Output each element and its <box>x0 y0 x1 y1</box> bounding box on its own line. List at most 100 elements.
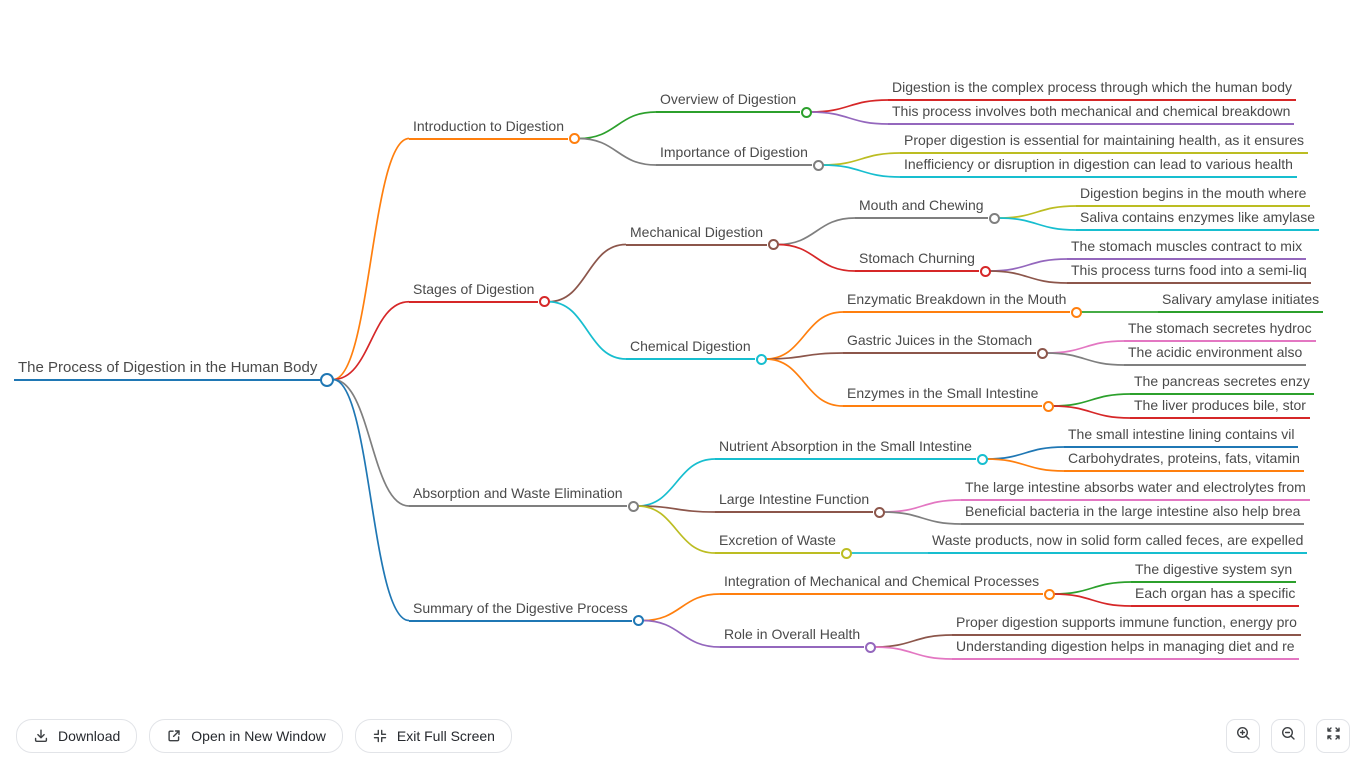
mindmap-leaf-text[interactable]: This process turns food into a semi-liq <box>1067 262 1311 284</box>
mindmap-leaf-text[interactable]: The large intestine absorbs water and el… <box>961 479 1310 501</box>
mindmap-link <box>637 505 716 554</box>
mindmap-leaf-text[interactable]: The liver produces bile, stor <box>1130 397 1310 419</box>
mindmap-leaf-text[interactable]: The digestive system syn <box>1131 561 1297 583</box>
mindmap-topic[interactable]: Summary of the Digestive Process <box>409 600 632 622</box>
mindmap-topic[interactable]: Chemical Digestion <box>626 338 755 360</box>
mindmap-leaf-text[interactable]: The pancreas secretes enzy <box>1130 373 1314 395</box>
mindmap-topic[interactable]: Mouth and Chewing <box>855 197 988 219</box>
zoom-in-button[interactable] <box>1226 719 1260 753</box>
mindmap-link <box>578 111 657 140</box>
open-in-new-window-icon <box>166 728 182 744</box>
mindmap-topic[interactable]: The Process of Digestion in the Human Bo… <box>14 359 322 381</box>
mindmap-leaf-text[interactable]: Proper digestion is essential for mainta… <box>900 132 1308 154</box>
branch-toggle-circle[interactable] <box>627 500 639 512</box>
mindmap-link <box>883 511 962 525</box>
mindmap-leaf-text[interactable]: Inefficiency or disruption in digestion … <box>900 156 1297 178</box>
branch-toggle-circle[interactable] <box>632 615 644 626</box>
branch-toggle-circle[interactable] <box>767 239 779 250</box>
exit-fullscreen-icon <box>372 728 388 744</box>
mindmap-link <box>332 137 410 381</box>
mindmap-link <box>986 458 1065 472</box>
mindmap-link <box>765 311 844 360</box>
mindmap-topic[interactable]: Role in Overall Health <box>720 626 865 648</box>
branch-toggle-circle[interactable] <box>538 296 550 308</box>
mindmap-link <box>1053 593 1132 607</box>
mindmap-topic[interactable]: Gastric Juices in the Stomach <box>843 332 1037 354</box>
mindmap-leaf-text[interactable]: The acidic environment also <box>1124 344 1307 366</box>
open-in-new-window-button[interactable]: Open in New Window <box>149 719 343 753</box>
mindmap-topic[interactable]: Enzymes in the Small Intestine <box>843 385 1043 407</box>
mindmap-topic[interactable]: Importance of Digestion <box>656 144 812 166</box>
mindmap-topic[interactable]: Stomach Churning <box>855 250 979 272</box>
branch-toggle-circle[interactable] <box>1043 588 1055 600</box>
fit-screen-button[interactable] <box>1316 719 1350 753</box>
mindmap-topic[interactable]: Nutrient Absorption in the Small Intesti… <box>715 438 976 460</box>
mindmap-leaf-text[interactable]: Beneficial bacteria in the large intesti… <box>961 503 1305 525</box>
mindmap-link <box>1046 352 1125 366</box>
mindmap-link <box>548 300 627 360</box>
mindmap-leaf-text[interactable]: Carbohydrates, proteins, fats, vitamin <box>1064 450 1304 472</box>
branch-toggle-circle[interactable] <box>568 133 580 144</box>
branch-toggle-circle[interactable] <box>1070 306 1082 318</box>
mindmap-leaf-text[interactable]: Digestion begins in the mouth where <box>1076 185 1311 207</box>
branch-toggle-circle[interactable] <box>755 353 767 365</box>
mindmap-topic[interactable]: Large Intestine Function <box>715 491 874 513</box>
mindmap-link <box>765 352 844 360</box>
mindmap-link <box>642 619 721 648</box>
mindmap-topic[interactable]: Introduction to Digestion <box>409 118 568 140</box>
branch-toggle-circle[interactable] <box>988 212 1000 224</box>
mindmap-link <box>637 458 716 507</box>
zoom-controls <box>1226 719 1350 753</box>
mindmap-topic[interactable]: Stages of Digestion <box>409 281 539 303</box>
mindmap-topic[interactable]: Excretion of Waste <box>715 532 840 554</box>
mindmap-topic[interactable]: Integration of Mechanical and Chemical P… <box>720 573 1044 595</box>
branch-toggle-circle[interactable] <box>873 506 885 518</box>
branch-toggle-circle[interactable] <box>1042 400 1054 412</box>
mindmap-leaf-text[interactable]: Salivary amylase initiates <box>1158 291 1324 313</box>
mindmap-topic[interactable]: Overview of Digestion <box>656 91 801 113</box>
exit-full-screen-button[interactable]: Exit Full Screen <box>354 719 512 753</box>
branch-toggle-circle[interactable] <box>320 372 334 387</box>
mindmap-link <box>810 111 889 125</box>
branch-toggle-circle[interactable] <box>800 106 812 118</box>
mindmap-link <box>332 300 410 381</box>
mindmap-leaf-text[interactable]: Proper digestion supports immune functio… <box>952 614 1301 636</box>
mindmap-link <box>777 217 856 246</box>
zoom-out-icon <box>1280 725 1297 747</box>
download-icon <box>33 728 49 744</box>
mindmap-link <box>989 270 1068 284</box>
fit-screen-icon <box>1325 725 1342 747</box>
mindmap-leaf-text[interactable]: The stomach muscles contract to mix <box>1067 238 1307 260</box>
zoom-out-button[interactable] <box>1271 719 1305 753</box>
download-button-label: Download <box>58 728 121 744</box>
bottom-toolbar: Download Open in New Window Exit Full Sc… <box>16 719 512 753</box>
mindmap-leaf-text[interactable]: This process involves both mechanical an… <box>888 103 1295 125</box>
download-button[interactable]: Download <box>16 719 138 753</box>
mindmap-link <box>332 378 410 507</box>
mindmap-leaf-text[interactable]: The small intestine lining contains vil <box>1064 426 1299 448</box>
branch-toggle-circle[interactable] <box>979 265 991 277</box>
mindmap-leaf-text[interactable]: Digestion is the complex process through… <box>888 79 1296 101</box>
branch-toggle-circle[interactable] <box>840 547 852 559</box>
mindmap-link <box>642 593 721 622</box>
mindmap-link <box>874 646 953 660</box>
branch-toggle-circle[interactable] <box>864 641 876 653</box>
mindmap-topic[interactable]: Absorption and Waste Elimination <box>409 485 627 507</box>
mindmap-link <box>765 358 844 407</box>
mindmap-leaf-text[interactable]: Understanding digestion helps in managin… <box>952 638 1299 660</box>
mindmap-topic[interactable]: Enzymatic Breakdown in the Mouth <box>843 291 1071 313</box>
mindmap-leaf-text[interactable]: The stomach secretes hydroc <box>1124 320 1316 342</box>
mindmap-link <box>998 217 1077 231</box>
mindmap-link <box>637 505 716 513</box>
mindmap-link <box>822 164 901 178</box>
mindmap-leaf-text[interactable]: Each organ has a specific <box>1131 585 1300 607</box>
mindmap-leaf-text[interactable]: Saliva contains enzymes like amylase <box>1076 209 1319 231</box>
mindmap-leaf-text[interactable]: Waste products, now in solid form called… <box>928 532 1308 554</box>
branch-toggle-circle[interactable] <box>812 159 824 171</box>
branch-toggle-circle[interactable] <box>976 453 988 465</box>
branch-toggle-circle[interactable] <box>1036 347 1048 359</box>
mindmap-topic[interactable]: Mechanical Digestion <box>626 224 768 246</box>
